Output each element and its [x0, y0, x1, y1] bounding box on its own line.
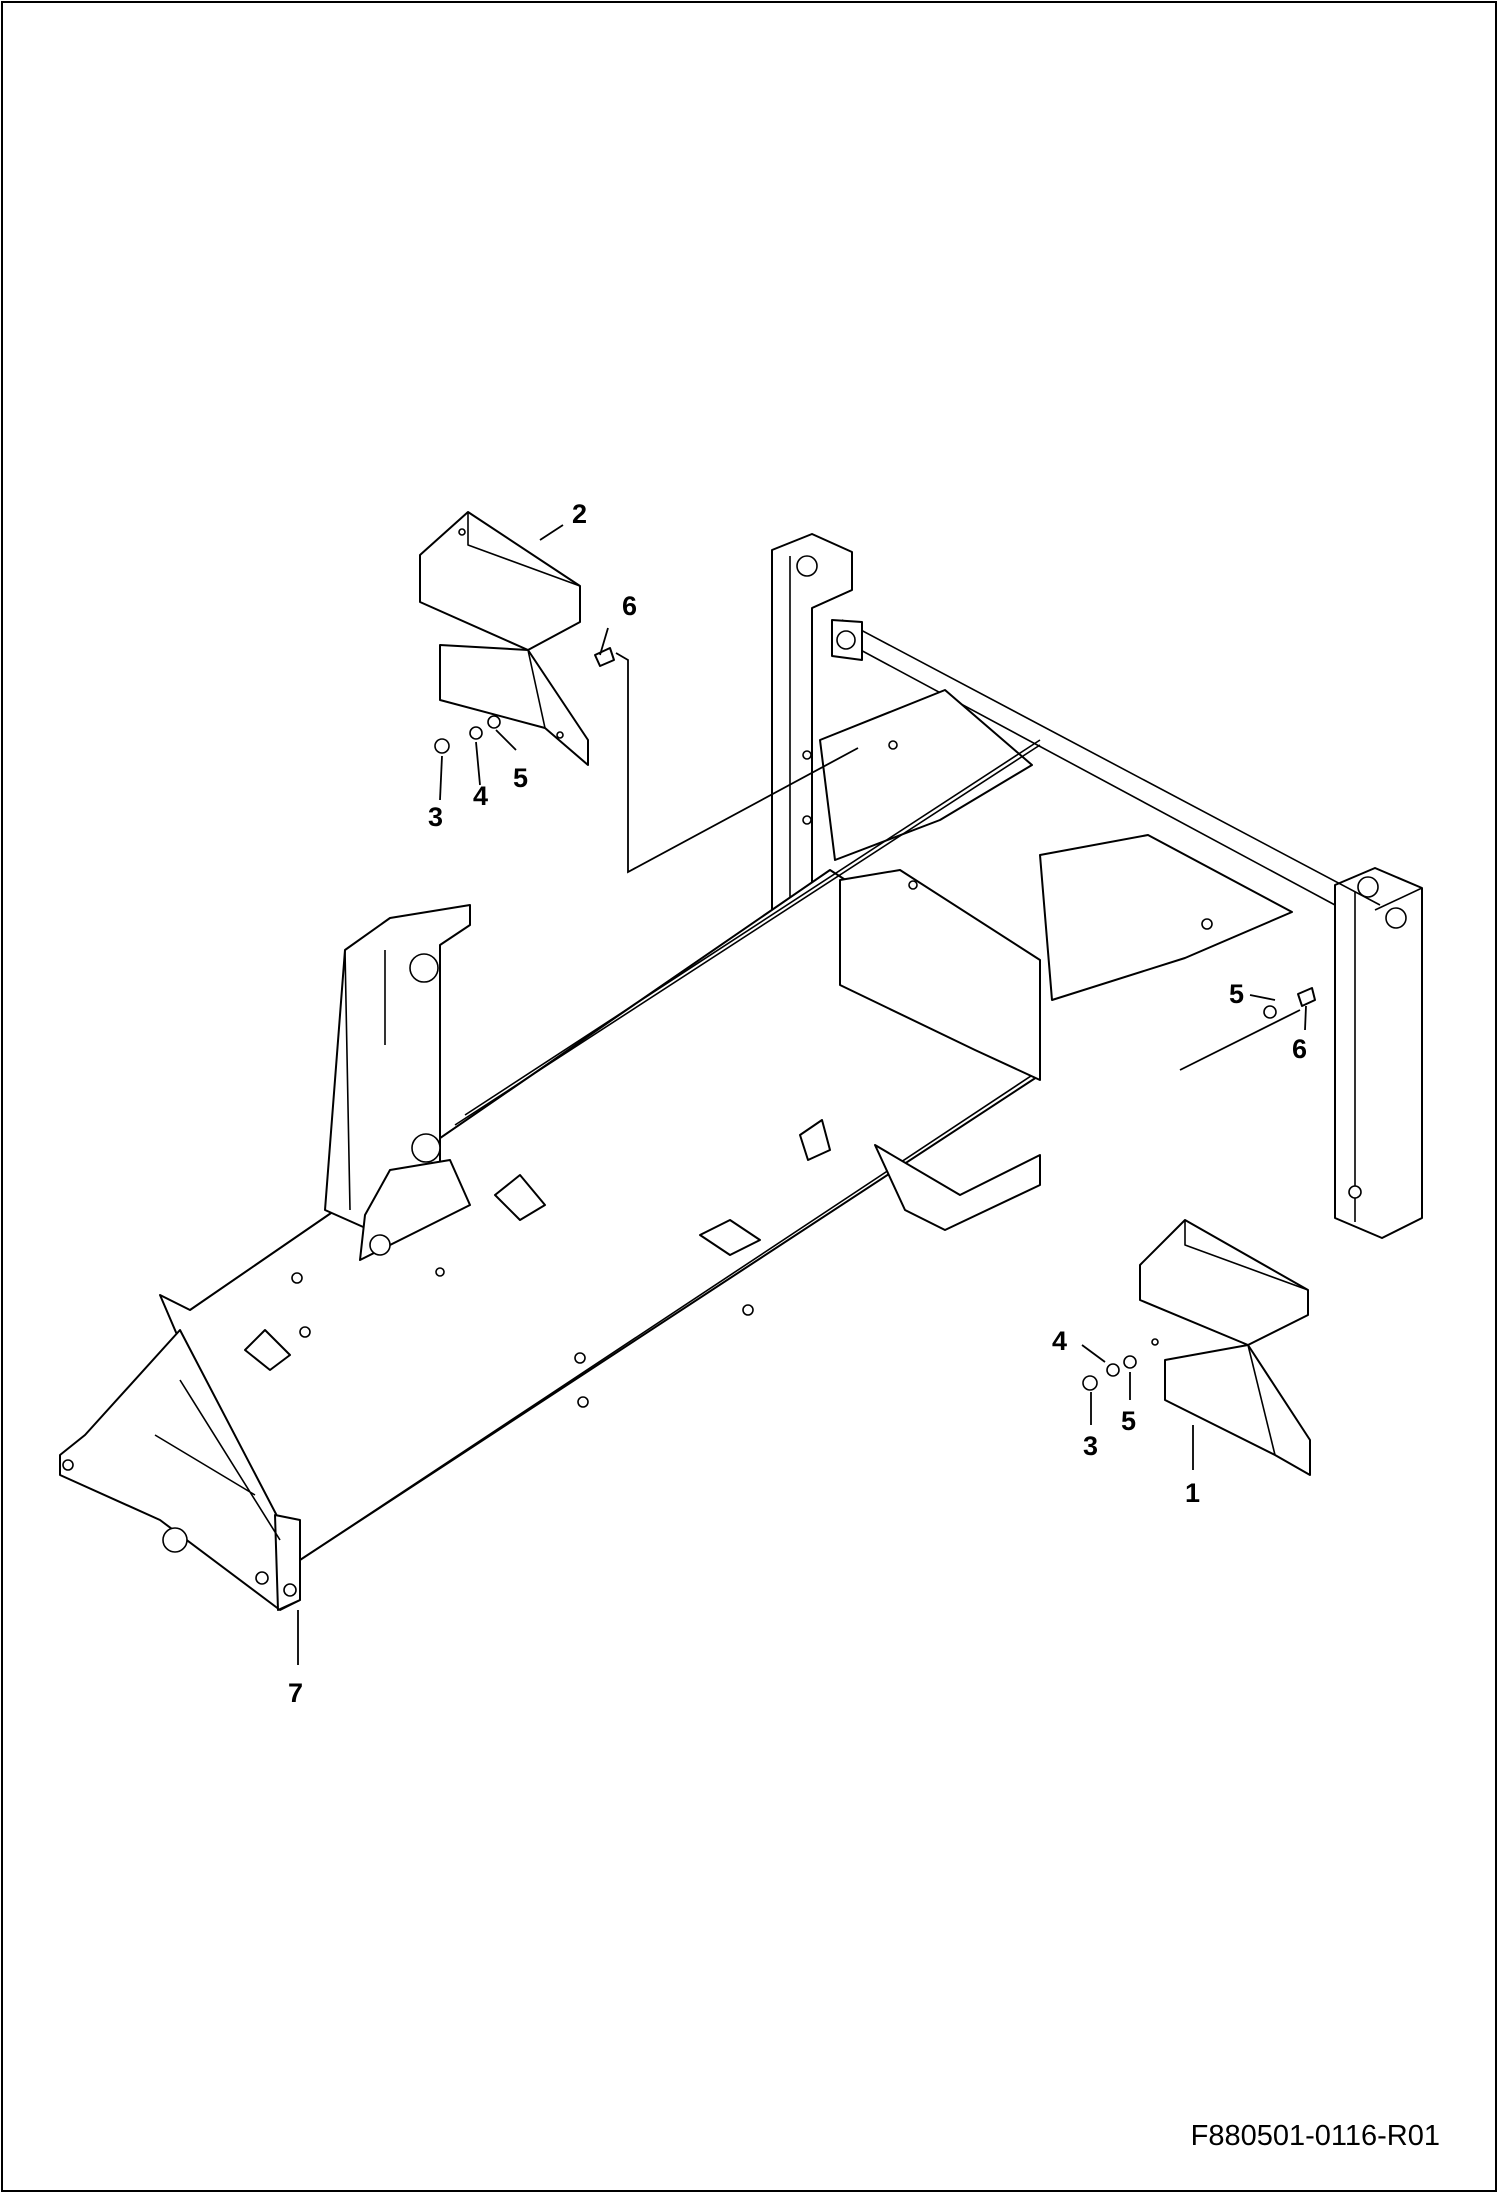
- callout-4-lower: 4: [1052, 1326, 1067, 1356]
- tower-lug: [359, 1159, 471, 1261]
- main-frame: [59, 533, 1423, 1611]
- fasteners-right: [1263, 987, 1316, 1019]
- rear-right-ramp: [1039, 834, 1293, 1001]
- inner-box: [839, 869, 1041, 1081]
- callout-3-upper: 3: [428, 802, 443, 832]
- callout-6-upper: 6: [622, 591, 637, 621]
- callout-4-upper: 4: [473, 781, 488, 811]
- callout-5-right: 5: [1229, 979, 1244, 1009]
- cover-plate-2: [419, 511, 589, 766]
- callout-3-lower: 3: [1083, 1431, 1098, 1461]
- cover-plate-1: [1139, 1219, 1311, 1476]
- bracket-b: [699, 1219, 761, 1256]
- callout-1: 1: [1185, 1478, 1200, 1508]
- callout-6-right: 6: [1292, 1034, 1307, 1064]
- fasteners-upper: [434, 647, 615, 754]
- bracket-d: [244, 1329, 291, 1371]
- callout-2: 2: [572, 499, 587, 529]
- fasteners-lower: [1082, 1355, 1137, 1391]
- callout-5-upper: 5: [513, 763, 528, 793]
- rear-right-post: [1334, 867, 1423, 1239]
- callout-5-lower: 5: [1121, 1406, 1136, 1436]
- document-id: F880501-0116-R01: [1191, 2120, 1440, 2152]
- bracket-a: [494, 1174, 546, 1221]
- leader-lines: [297, 524, 1307, 1665]
- bracket-c: [799, 1119, 831, 1161]
- mount-foot: [874, 1144, 1041, 1231]
- callout-7: 7: [288, 1678, 303, 1708]
- rear-ramp: [819, 689, 1033, 861]
